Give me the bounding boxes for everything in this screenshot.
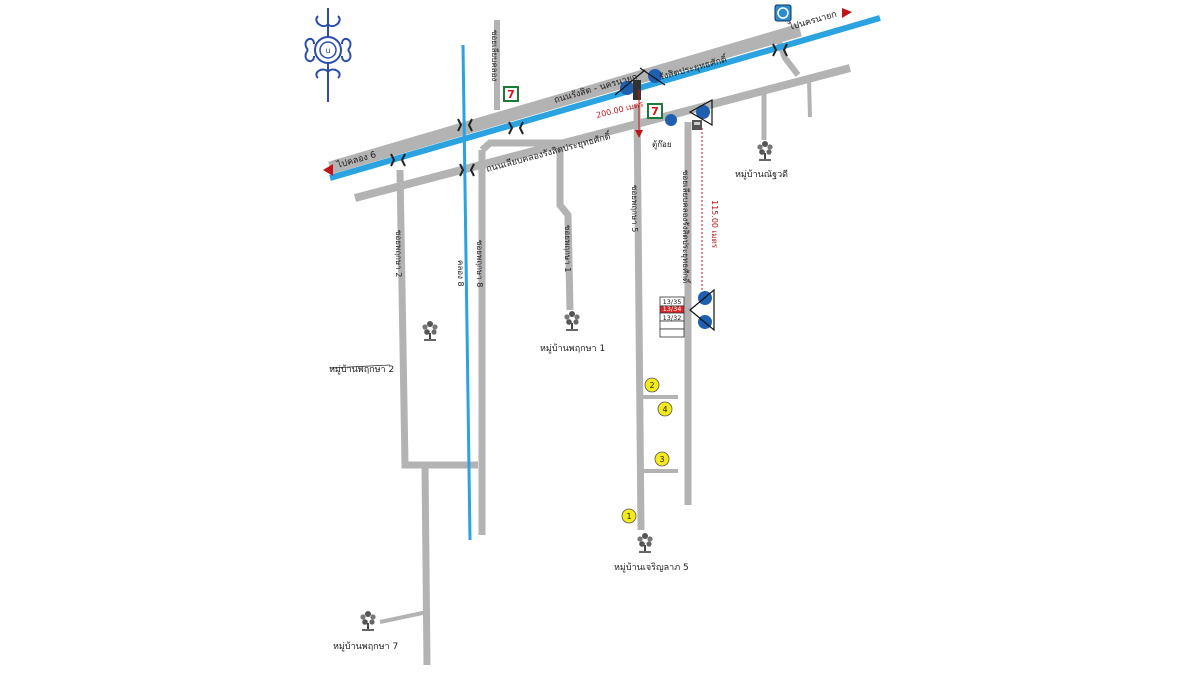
soi-right-label: ซอยเลียบคลองรังสิตประยุทธศักดิ์ (681, 170, 692, 285)
svg-text:4: 4 (662, 405, 667, 414)
numbered-marker: 2 (644, 377, 660, 393)
svg-text:1: 1 (626, 512, 631, 521)
tree-icon (637, 533, 653, 553)
canal-label: คลอง 8 (456, 260, 465, 287)
tree-icon (422, 321, 438, 341)
soi-7-road (421, 464, 431, 666)
village-label-7: หมู่บ้านพฤกษา 7 (333, 641, 398, 652)
canals (329, 15, 881, 541)
seven-eleven-icon: 7 (647, 103, 663, 119)
svg-text:7: 7 (507, 88, 515, 101)
svg-text:7: 7 (651, 105, 659, 118)
village-label-2: หมู่บ้านพฤกษา 2 (329, 364, 394, 375)
soi-8-label: ซอยพฤกษา 8 (475, 240, 484, 287)
arrow-left-icon (323, 164, 333, 176)
soi-1-label: ซอยพฤกษา 1 (563, 225, 572, 272)
tree-icon (757, 141, 773, 161)
soi-7-branch (379, 610, 428, 624)
tree-icon (564, 311, 580, 331)
svg-text:13/35: 13/35 (663, 298, 682, 306)
numbered-marker: 4 (657, 401, 673, 417)
plot-box: 13/35 13/34 13/32 (659, 296, 685, 338)
village-label-5: หมู่บ้านเจริญลาภ 5 (614, 562, 689, 573)
village-label-1: หมู่บ้านพฤกษา 1 (540, 343, 605, 354)
frontage-road (353, 64, 852, 202)
main-canal (329, 15, 881, 181)
arrow-right-icon (842, 8, 852, 18)
svg-text:2: 2 (649, 381, 654, 390)
soi-8-loop (479, 139, 574, 311)
booth-icon (692, 120, 702, 130)
highway-sign-icon (774, 4, 792, 22)
road-network (328, 20, 852, 666)
soi-2-label: ซอยพฤกษา 2 (394, 230, 403, 277)
traffic-sign-icon (614, 67, 715, 332)
svg-text:13/32: 13/32 (663, 314, 682, 322)
tree-icon (360, 611, 376, 631)
svg-text:13/34: 13/34 (663, 305, 682, 313)
numbered-marker: 3 (654, 451, 670, 467)
svg-text:3: 3 (659, 455, 664, 464)
seven-eleven-icon: 7 (503, 86, 519, 102)
north-compass-icon: u (304, 8, 352, 102)
soi-2-road (396, 169, 478, 469)
village-label-r: หมู่บ้านณัฐวดี (735, 169, 788, 180)
traffic-light-icon (633, 80, 641, 100)
soi-5-label: ซอยพฤกษา 5 (630, 185, 639, 232)
soi-5-road (633, 104, 645, 531)
distance-label-115: 115.00 เมตร (710, 200, 719, 249)
svg-text:u: u (325, 46, 330, 55)
numbered-marker: 1 (621, 508, 637, 524)
east-soi-road (807, 79, 812, 118)
frontage-road-label: ถนนเลียบคลองรังสิตประยุทธศักดิ์ (484, 129, 613, 175)
soi-north-label: ซอยเลียบคลอง (490, 30, 499, 81)
booth-label: ตู้ก๊อย (652, 139, 672, 150)
main-road (328, 23, 802, 175)
north-canal (461, 44, 472, 541)
